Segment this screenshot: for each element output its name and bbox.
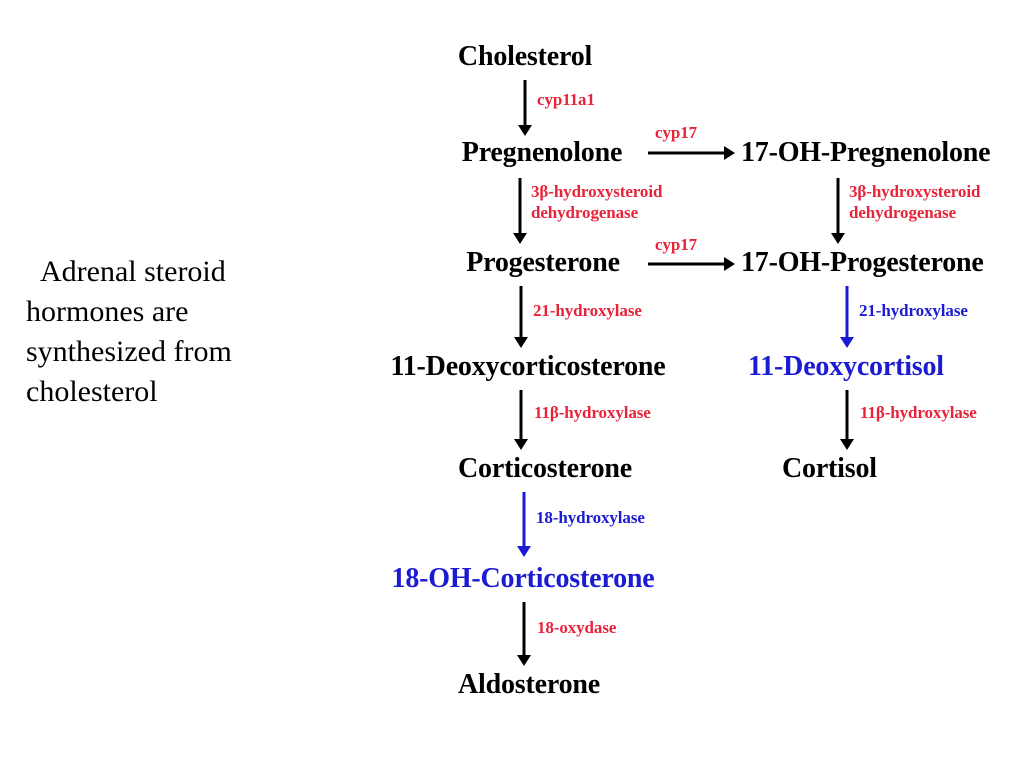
caption-line-1: Adrenal steroid <box>40 255 226 288</box>
enzyme-cyp11a1: cyp11a1 <box>537 90 595 109</box>
node-aldosterone: Aldosterone <box>458 669 600 700</box>
node-11-deoxycorticosterone: 11-Deoxycorticosterone <box>390 351 666 382</box>
enzyme-11beta-hydroxylase-left: 11β-hydroxylase <box>534 403 651 422</box>
node-pregnenolone: Pregnenolone <box>461 137 623 168</box>
caption-line-3: synthesized from <box>26 335 232 368</box>
caption-line-4: cholesterol <box>26 375 158 408</box>
node-cholesterol: Cholesterol <box>457 41 593 72</box>
node-corticosterone: Corticosterone <box>458 453 632 484</box>
enzyme-3beta-hsd-right-line2: dehydrogenase <box>849 203 957 222</box>
enzyme-3beta-hsd-right: 3β-hydroxysteroid dehydrogenase <box>849 181 1024 223</box>
node-17-oh-progesterone: 17-OH-Progesterone <box>741 247 984 278</box>
enzyme-11beta-hydroxylase-right: 11β-hydroxylase <box>860 403 977 422</box>
node-11-deoxycortisol: 11-Deoxycortisol <box>748 351 944 382</box>
node-cortisol: Cortisol <box>782 453 877 484</box>
enzyme-18-hydroxylase: 18-hydroxylase <box>536 508 645 527</box>
enzyme-21-hydroxylase-right: 21-hydroxylase <box>859 301 968 320</box>
enzyme-3beta-hsd-left: 3β-hydroxysteroid dehydrogenase <box>531 181 701 223</box>
caption-text: Adrenal steroid hormones are synthesized… <box>26 252 346 412</box>
enzyme-3beta-hsd-left-line2: dehydrogenase <box>531 203 639 222</box>
enzyme-21-hydroxylase-left: 21-hydroxylase <box>533 301 642 320</box>
node-17-oh-pregnenolone: 17-OH-Pregnenolone <box>741 137 991 168</box>
enzyme-18-oxydase: 18-oxydase <box>537 618 617 637</box>
node-18-oh-corticosterone: 18-OH-Corticosterone <box>391 563 655 594</box>
enzyme-cyp17-lower: cyp17 <box>655 235 698 254</box>
enzyme-3beta-hsd-left-line1: 3β-hydroxysteroid <box>531 182 663 201</box>
enzyme-cyp17-upper: cyp17 <box>655 123 698 142</box>
node-progesterone: Progesterone <box>466 247 620 278</box>
caption-line-2: hormones are <box>26 295 189 328</box>
enzyme-3beta-hsd-right-line1: 3β-hydroxysteroid <box>849 182 981 201</box>
